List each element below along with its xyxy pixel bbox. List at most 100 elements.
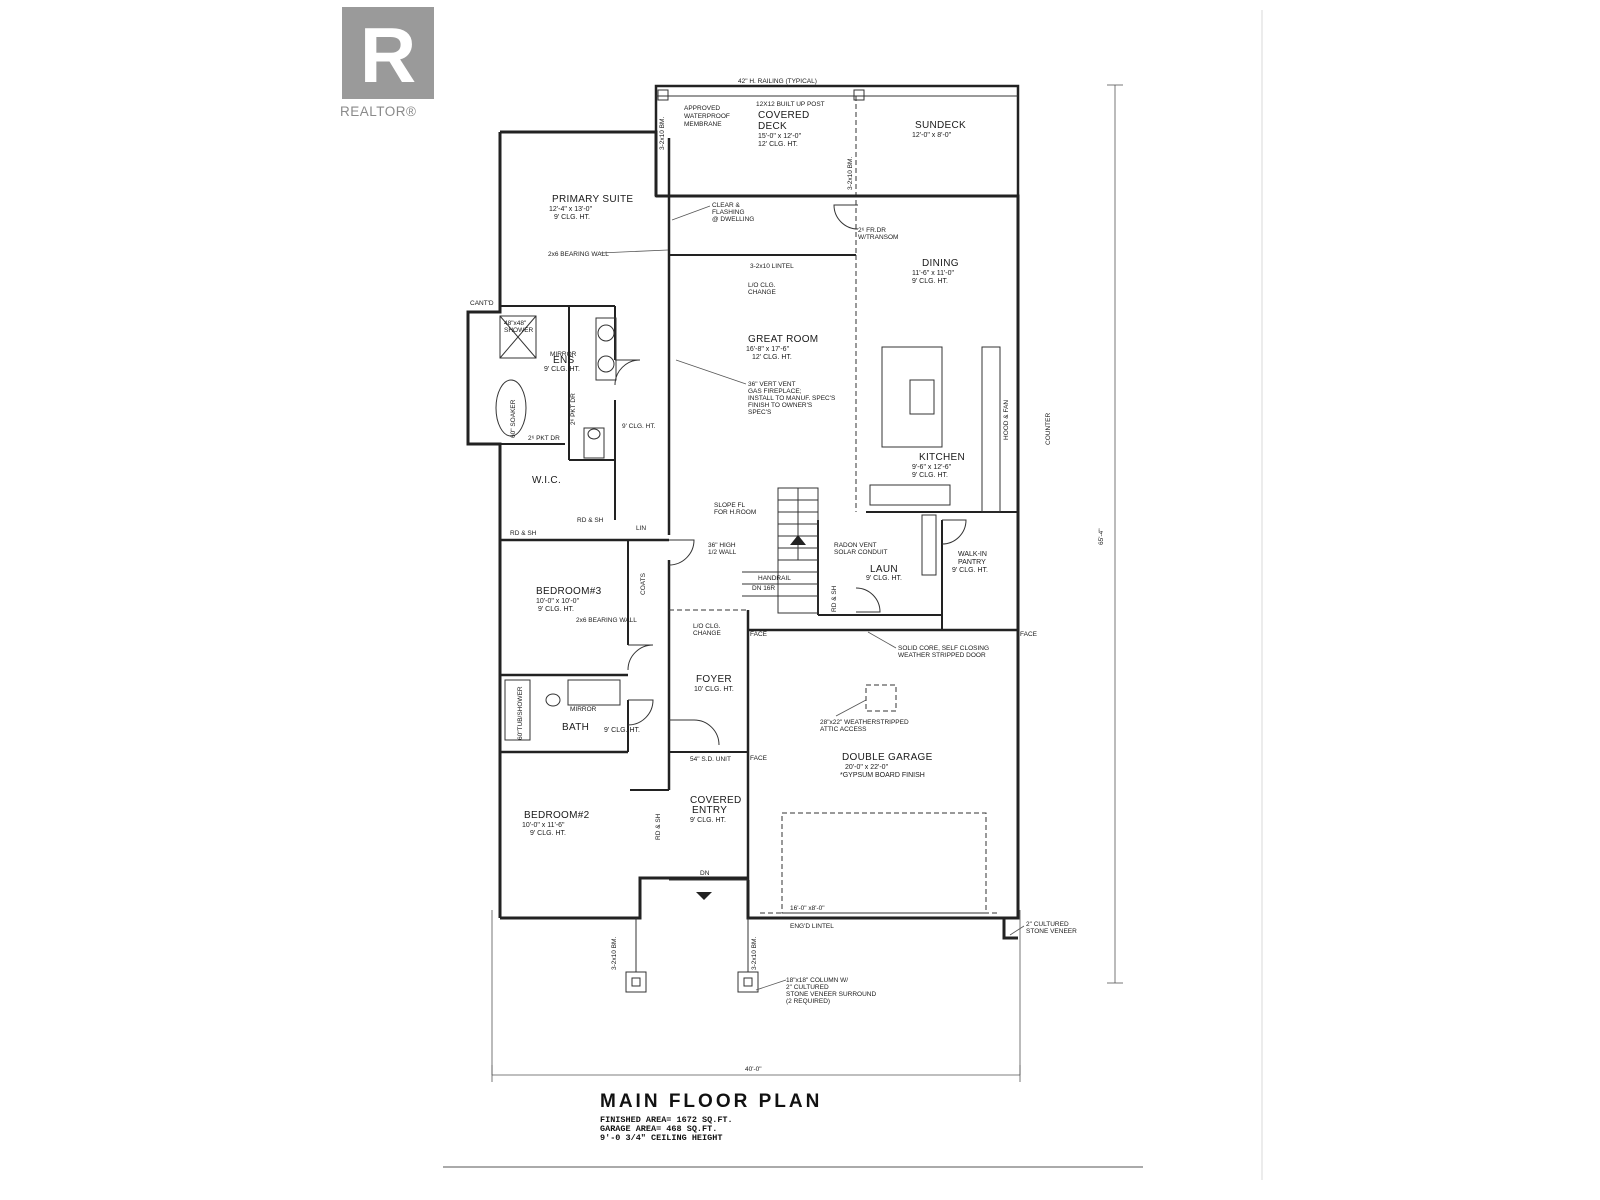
title-block: MAIN FLOOR PLAN FINISHED AREA= 1672 SQ.F… (443, 1091, 1143, 1168)
ens-ceiling: 9' CLG. HT. (544, 366, 580, 373)
realtor-logo: R REALTOR® (340, 7, 434, 119)
handrail-note: HANDRAIL (758, 575, 791, 582)
foyer-ceiling: 10' CLG. HT. (694, 686, 734, 693)
pktdr-note-1: 2⁶ PKT DR (570, 393, 577, 425)
great-room-ceiling: 12' CLG. HT. (752, 354, 792, 361)
halfwall-note-2: 1/2 WALL (708, 549, 737, 556)
shower-note-2: SHOWER (504, 327, 534, 334)
clg-change-note-1b: CHANGE (748, 289, 776, 296)
mirror-note-bath: MIRROR (570, 706, 597, 713)
slope-note-1: SLOPE FL (714, 502, 745, 509)
membrane-note-1: APPROVED (684, 105, 720, 112)
bath-label: BATH (562, 722, 589, 733)
interior-walls (500, 138, 1018, 881)
door-swings (614, 204, 967, 746)
dimension-lines: 65'-4" 40'-0" (491, 84, 1123, 1082)
counter-note: COUNTER (1045, 413, 1052, 445)
rdsh-note-wic: RD & SH (577, 517, 604, 524)
width-dimension: 40'-0" (745, 1066, 762, 1073)
pantry-label-2: PANTRY (958, 559, 986, 566)
soaker-note: 60" SOAKER (510, 399, 517, 438)
frdr-note-2: W/TRANSOM (858, 234, 898, 241)
garage-size: 20'-0" x 22'-0" (845, 764, 889, 771)
garage-door-note: 16'-0" x8'-0" (790, 905, 825, 912)
fireplace-note-2: GAS FIREPLACE; (748, 388, 802, 395)
column-note-4: (2 REQUIRED) (786, 998, 830, 1005)
garage-label: DOUBLE GARAGE (842, 752, 933, 763)
entry-columns: DN (625, 870, 787, 993)
kitchen-ceiling: 9' CLG. HT. (912, 472, 948, 479)
radon-note-2: SOLAR CONDUIT (834, 549, 887, 556)
fireplace-note-1: 36" VERT VENT (748, 381, 796, 388)
foyer-label: FOYER (696, 674, 732, 685)
bedroom3-size: 10'-0" x 10'-0" (536, 598, 580, 605)
clg-change-note-2b: CHANGE (693, 630, 721, 637)
stat-finished-area: FINISHED AREA= 1672 SQ.FT. (600, 1115, 733, 1125)
hood-note: HOOD & FAN (1003, 400, 1010, 440)
kitchen-size: 9'-6" x 12'-6" (912, 464, 952, 471)
bath-fixtures: 60"TUB/SHOWER (495, 315, 621, 741)
garage-details: 16'-0" x8'-0" ENG'D LINTEL (760, 684, 1000, 930)
bedroom2-label: BEDROOM#2 (524, 810, 590, 821)
covered-entry-ceiling: 9' CLG. HT. (690, 817, 726, 824)
wic-label: W.I.C. (532, 475, 561, 486)
column-note-1: 18"x18" COLUMN W/ (786, 977, 848, 984)
column-note-2: 2" CULTURED (786, 984, 829, 991)
ens-label: ENS (553, 355, 574, 366)
bedroom2-ceiling: 9' CLG. HT. (530, 830, 566, 837)
kitchen-fixtures: HOOD & FAN COUNTER (869, 346, 1052, 576)
stairs: DN 16R HANDRAIL (742, 487, 819, 614)
great-room-label: GREAT ROOM (748, 334, 818, 345)
veneer-note-2: STONE VENEER (1026, 928, 1077, 935)
primary-suite-ceiling: 9' CLG. HT. (554, 214, 590, 221)
covered-deck-label-2: DECK (758, 121, 787, 132)
column-beam-note-2: 3-2x10 BM. (751, 937, 758, 970)
bath-ceiling: 9' CLG. HT. (604, 727, 640, 734)
construction-notes: CLEAR & FLASHING @ DWELLING 2⁶ FR.DR W/T… (470, 202, 1077, 1005)
column-beam-note: 3-2x10 BM. (611, 937, 618, 970)
mirror-note-ens: MIRROR (550, 351, 577, 358)
laun-label: LAUN (870, 564, 898, 575)
great-room-size: 16'-8" x 17'-6" (746, 346, 790, 353)
dining-label: DINING (922, 258, 959, 269)
bearing-note-1: 2x6 BEARING WALL (548, 251, 609, 258)
attic-note-1: 28"x22" WEATHERSTRIPPED (820, 719, 909, 726)
fireplace-note-4: FINISH TO OWNER'S (748, 402, 813, 409)
attic-note-2: ATTIC ACCESS (820, 726, 867, 733)
cantd-note: CANT'D (470, 300, 494, 307)
flashing-note-1: CLEAR & (712, 202, 740, 209)
sundeck-label: SUNDECK (915, 120, 966, 131)
ens-ceiling-note: 9' CLG. HT. (622, 423, 656, 430)
column-note-3: STONE VENEER SURROUND (786, 991, 876, 998)
dining-size: 11'-6" x 11'-0" (912, 270, 955, 277)
door-note-2: WEATHER STRIPPED DOOR (898, 652, 986, 659)
realtor-logo-letter: R (360, 11, 416, 99)
frdr-note-1: 2⁶ FR.DR (858, 227, 886, 234)
door-note-1: SOLID CORE, SELF CLOSING (898, 645, 989, 652)
sd-unit-note: 54" S.D. UNIT (690, 756, 731, 763)
face-note-1: FACE (1020, 631, 1038, 638)
primary-suite-size: 12'-4" x 13'-0" (549, 206, 593, 213)
clg-change-note-2a: L/O CLG. (693, 623, 721, 630)
garage-finish: *GYPSUM BOARD FINISH (840, 772, 925, 779)
fireplace-note-3: INSTALL TO MANUF. SPEC'S (748, 395, 836, 402)
kitchen-label: KITCHEN (919, 452, 965, 463)
membrane-note-2: WATERPROOF (684, 113, 730, 120)
shower-note-1: 48"x48" (504, 320, 527, 327)
dining-ceiling: 9' CLG. HT. (912, 278, 948, 285)
tub-note: 60"TUB/SHOWER (517, 686, 524, 740)
bearing-note-2: 2x6 BEARING WALL (576, 617, 637, 624)
veneer-note-1: 2" CULTURED (1026, 921, 1069, 928)
covered-deck-ceiling: 12' CLG. HT. (758, 141, 798, 148)
stat-ceiling-height: 9'-0 3/4" CEILING HEIGHT (600, 1133, 722, 1143)
rdsh-note-laun: RD & SH (831, 585, 838, 612)
halfwall-note-1: 36" HIGH (708, 542, 736, 549)
rdsh-note-bed3: RD & SH (510, 530, 537, 537)
deck-slope-note: 3-2x10 BM. (847, 157, 854, 190)
lintel-note: 3-2x10 LINTEL (750, 263, 794, 270)
fireplace-note-5: SPEC'S (748, 409, 772, 416)
membrane-note-3: MEMBRANE (684, 121, 722, 128)
exterior-walls (466, 130, 1020, 940)
face-note-3: FACE (750, 631, 768, 638)
